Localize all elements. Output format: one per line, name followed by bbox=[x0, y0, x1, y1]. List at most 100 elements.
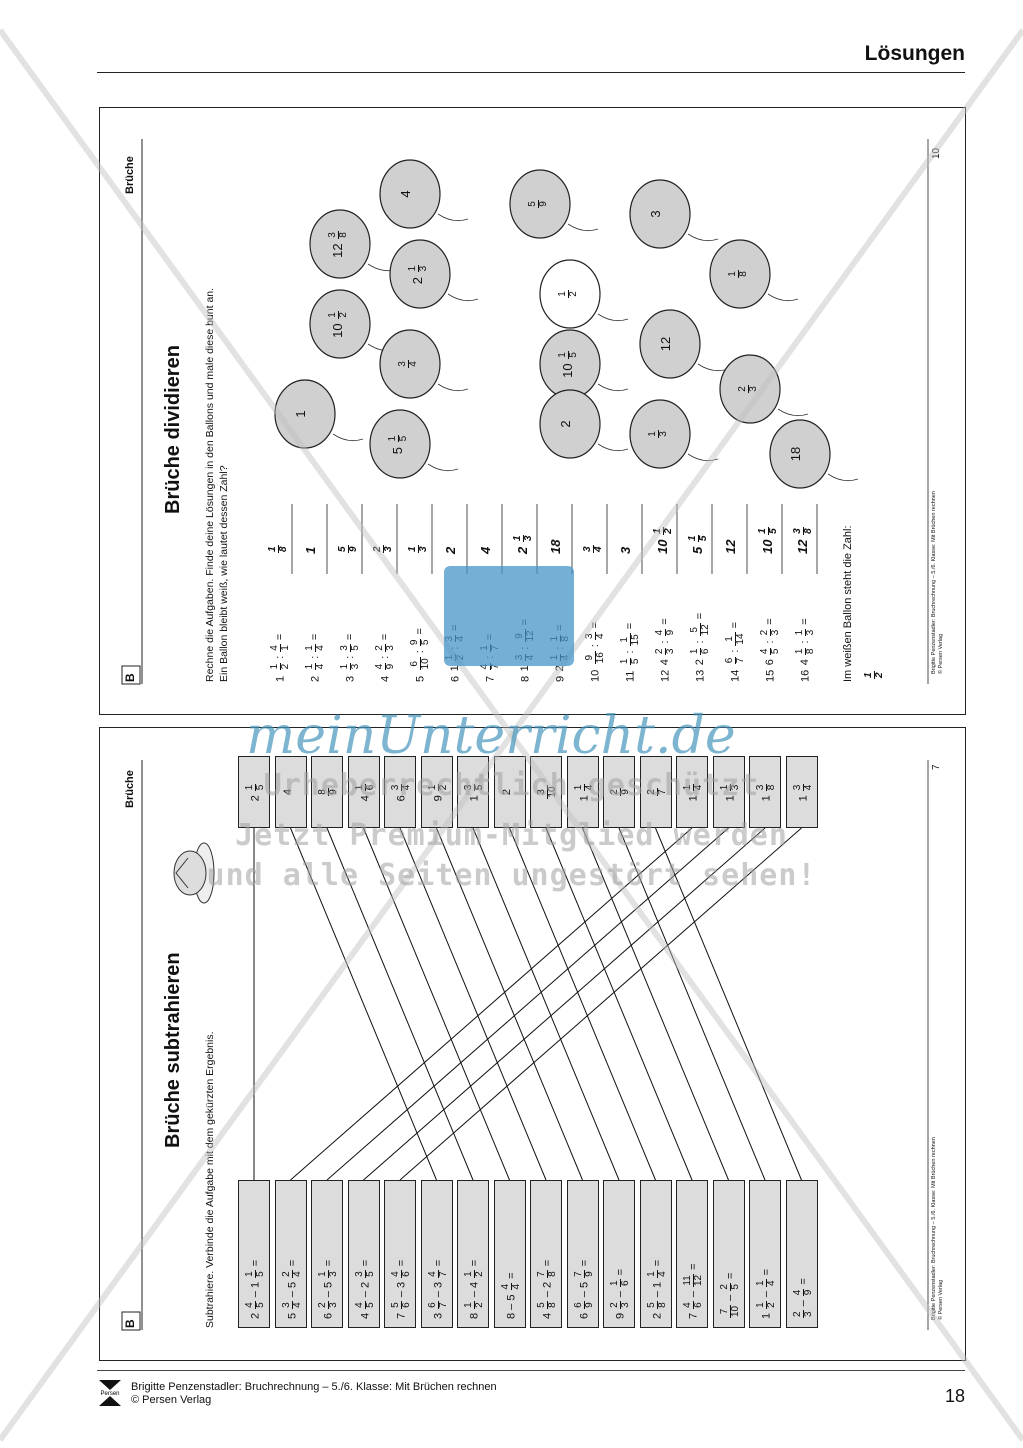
page-title: Lösungen bbox=[864, 42, 965, 65]
balloon bbox=[389, 239, 451, 309]
watermark-line-2: Jetzt Premium-Mitglied werden bbox=[235, 818, 788, 853]
footer-citation: Brigitte Penzenstadler: Bruchrechnung – … bbox=[131, 1381, 497, 1407]
balloon-string bbox=[767, 293, 799, 302]
task-number: 13 bbox=[694, 669, 707, 682]
task-number: 12 bbox=[659, 669, 672, 682]
balloon bbox=[769, 419, 831, 489]
footer-divider bbox=[97, 1370, 965, 1371]
watermark-brand: meinUnterricht.de bbox=[246, 706, 736, 766]
cake-illustration bbox=[160, 838, 220, 908]
connection-line bbox=[399, 827, 802, 1181]
balloon bbox=[539, 259, 601, 329]
balloon bbox=[369, 409, 431, 479]
task-number: 10 bbox=[589, 669, 602, 682]
balloon bbox=[639, 309, 701, 379]
page-number: 18 bbox=[944, 1386, 965, 1406]
balloon bbox=[274, 379, 336, 449]
footer-line-2: © Persen Verlag bbox=[131, 1394, 212, 1406]
task-number: 3 bbox=[344, 675, 357, 682]
footer-line-1: Brigitte Penzenstadler: Bruchrechnung – … bbox=[131, 1381, 497, 1393]
connection-line bbox=[326, 827, 474, 1181]
balloon-string bbox=[597, 313, 629, 322]
task-number: 4 bbox=[379, 675, 392, 682]
task-number: 16 bbox=[799, 669, 812, 682]
task-answer: 1 bbox=[303, 546, 318, 554]
balloon bbox=[629, 179, 691, 249]
balloon bbox=[309, 209, 371, 279]
connection-line bbox=[509, 827, 656, 1181]
connection-line bbox=[582, 827, 729, 1181]
subtrahieren-drawing bbox=[121, 760, 929, 1331]
balloon-string bbox=[597, 443, 629, 452]
balloon bbox=[539, 389, 601, 459]
svg-text:Persen: Persen bbox=[100, 1391, 119, 1397]
task-answer: 3 bbox=[618, 546, 633, 554]
task-number: 8 bbox=[519, 675, 532, 682]
sheet-footer-line-1: Brigitte Penzenstadler: Bruchrechnung – … bbox=[931, 491, 937, 674]
balloon-label: 18 bbox=[788, 446, 803, 462]
balloon-string bbox=[597, 383, 629, 392]
balloon bbox=[709, 239, 771, 309]
balloon-string bbox=[567, 223, 599, 232]
connection-line bbox=[290, 827, 437, 1181]
watermark-line-3: und alle Seiten ungestört sehen! bbox=[206, 858, 817, 893]
balloon-string bbox=[697, 363, 729, 372]
balloon bbox=[379, 159, 441, 229]
watermark-line-1: Urheberrechtlich geschützt bbox=[263, 768, 760, 803]
balloon bbox=[629, 399, 691, 469]
connection-line bbox=[363, 827, 766, 1181]
task-answer: 4 bbox=[478, 546, 493, 554]
task-number: 14 bbox=[729, 669, 742, 682]
balloon-string bbox=[332, 433, 364, 442]
worksheet-brueche-subtrahieren: B Brüche Brüche subtrahieren Subtrahiere… bbox=[99, 727, 966, 1361]
balloon bbox=[309, 289, 371, 359]
connection-line bbox=[363, 827, 510, 1181]
balloon-label: 2 bbox=[558, 420, 573, 428]
section-label: Brüche bbox=[124, 156, 136, 194]
connection-line bbox=[436, 827, 583, 1181]
balloon-string bbox=[447, 293, 479, 302]
task-number: 2 bbox=[309, 675, 322, 682]
section-logo: B bbox=[123, 673, 137, 682]
balloon-string bbox=[437, 383, 469, 392]
task-answer: 18 bbox=[548, 539, 563, 554]
